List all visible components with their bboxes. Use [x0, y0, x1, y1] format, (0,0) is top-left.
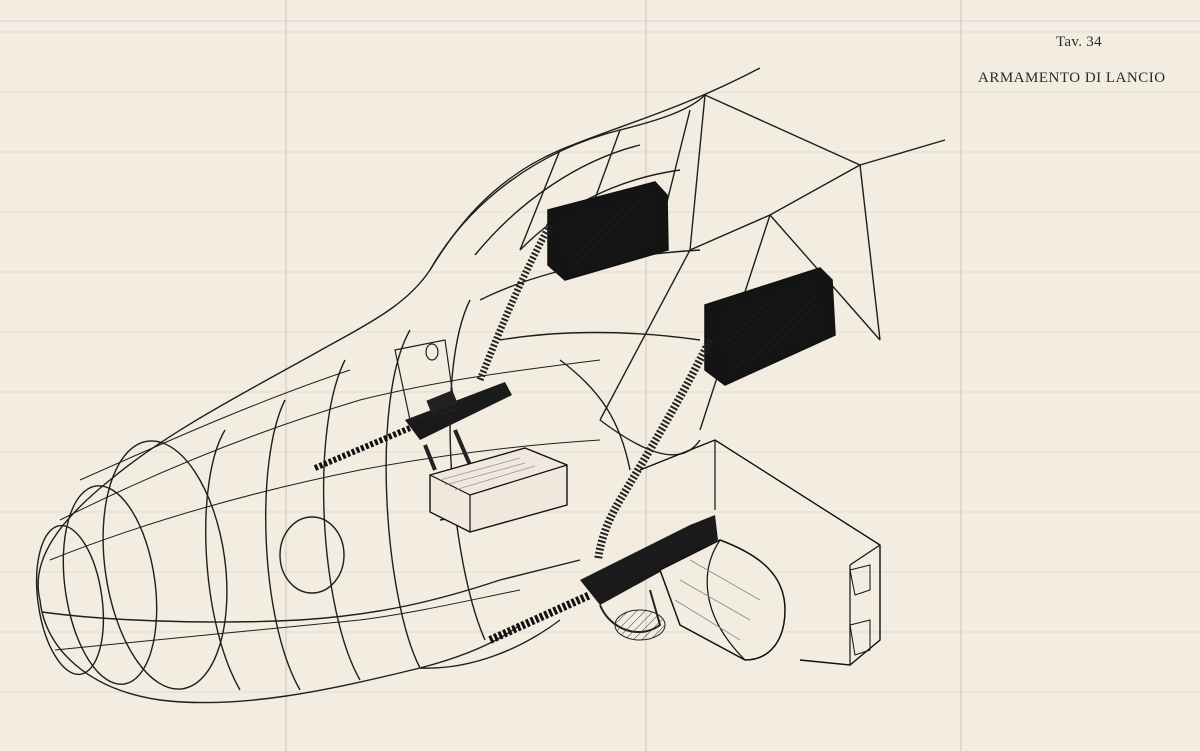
fuselage-frame	[35, 67, 946, 704]
plate-number: Tav. 34	[1056, 34, 1102, 50]
paper-band	[0, 20, 1200, 22]
ammo-box-upper	[547, 181, 669, 281]
upper-machine-gun	[313, 382, 512, 471]
ammo-belts	[476, 223, 714, 561]
ammo-box-right	[704, 267, 836, 386]
paper-fold	[960, 0, 962, 751]
paper-fold	[645, 0, 647, 751]
wooden-crate	[429, 447, 568, 533]
lower-bay-block	[639, 439, 881, 666]
lower-machine-gun	[488, 515, 718, 644]
plate-title: ARMAMENTO DI LANCIO	[978, 70, 1166, 86]
ammo-drum	[659, 539, 786, 661]
pilot-seat	[394, 339, 456, 421]
paper-fold	[285, 0, 287, 751]
